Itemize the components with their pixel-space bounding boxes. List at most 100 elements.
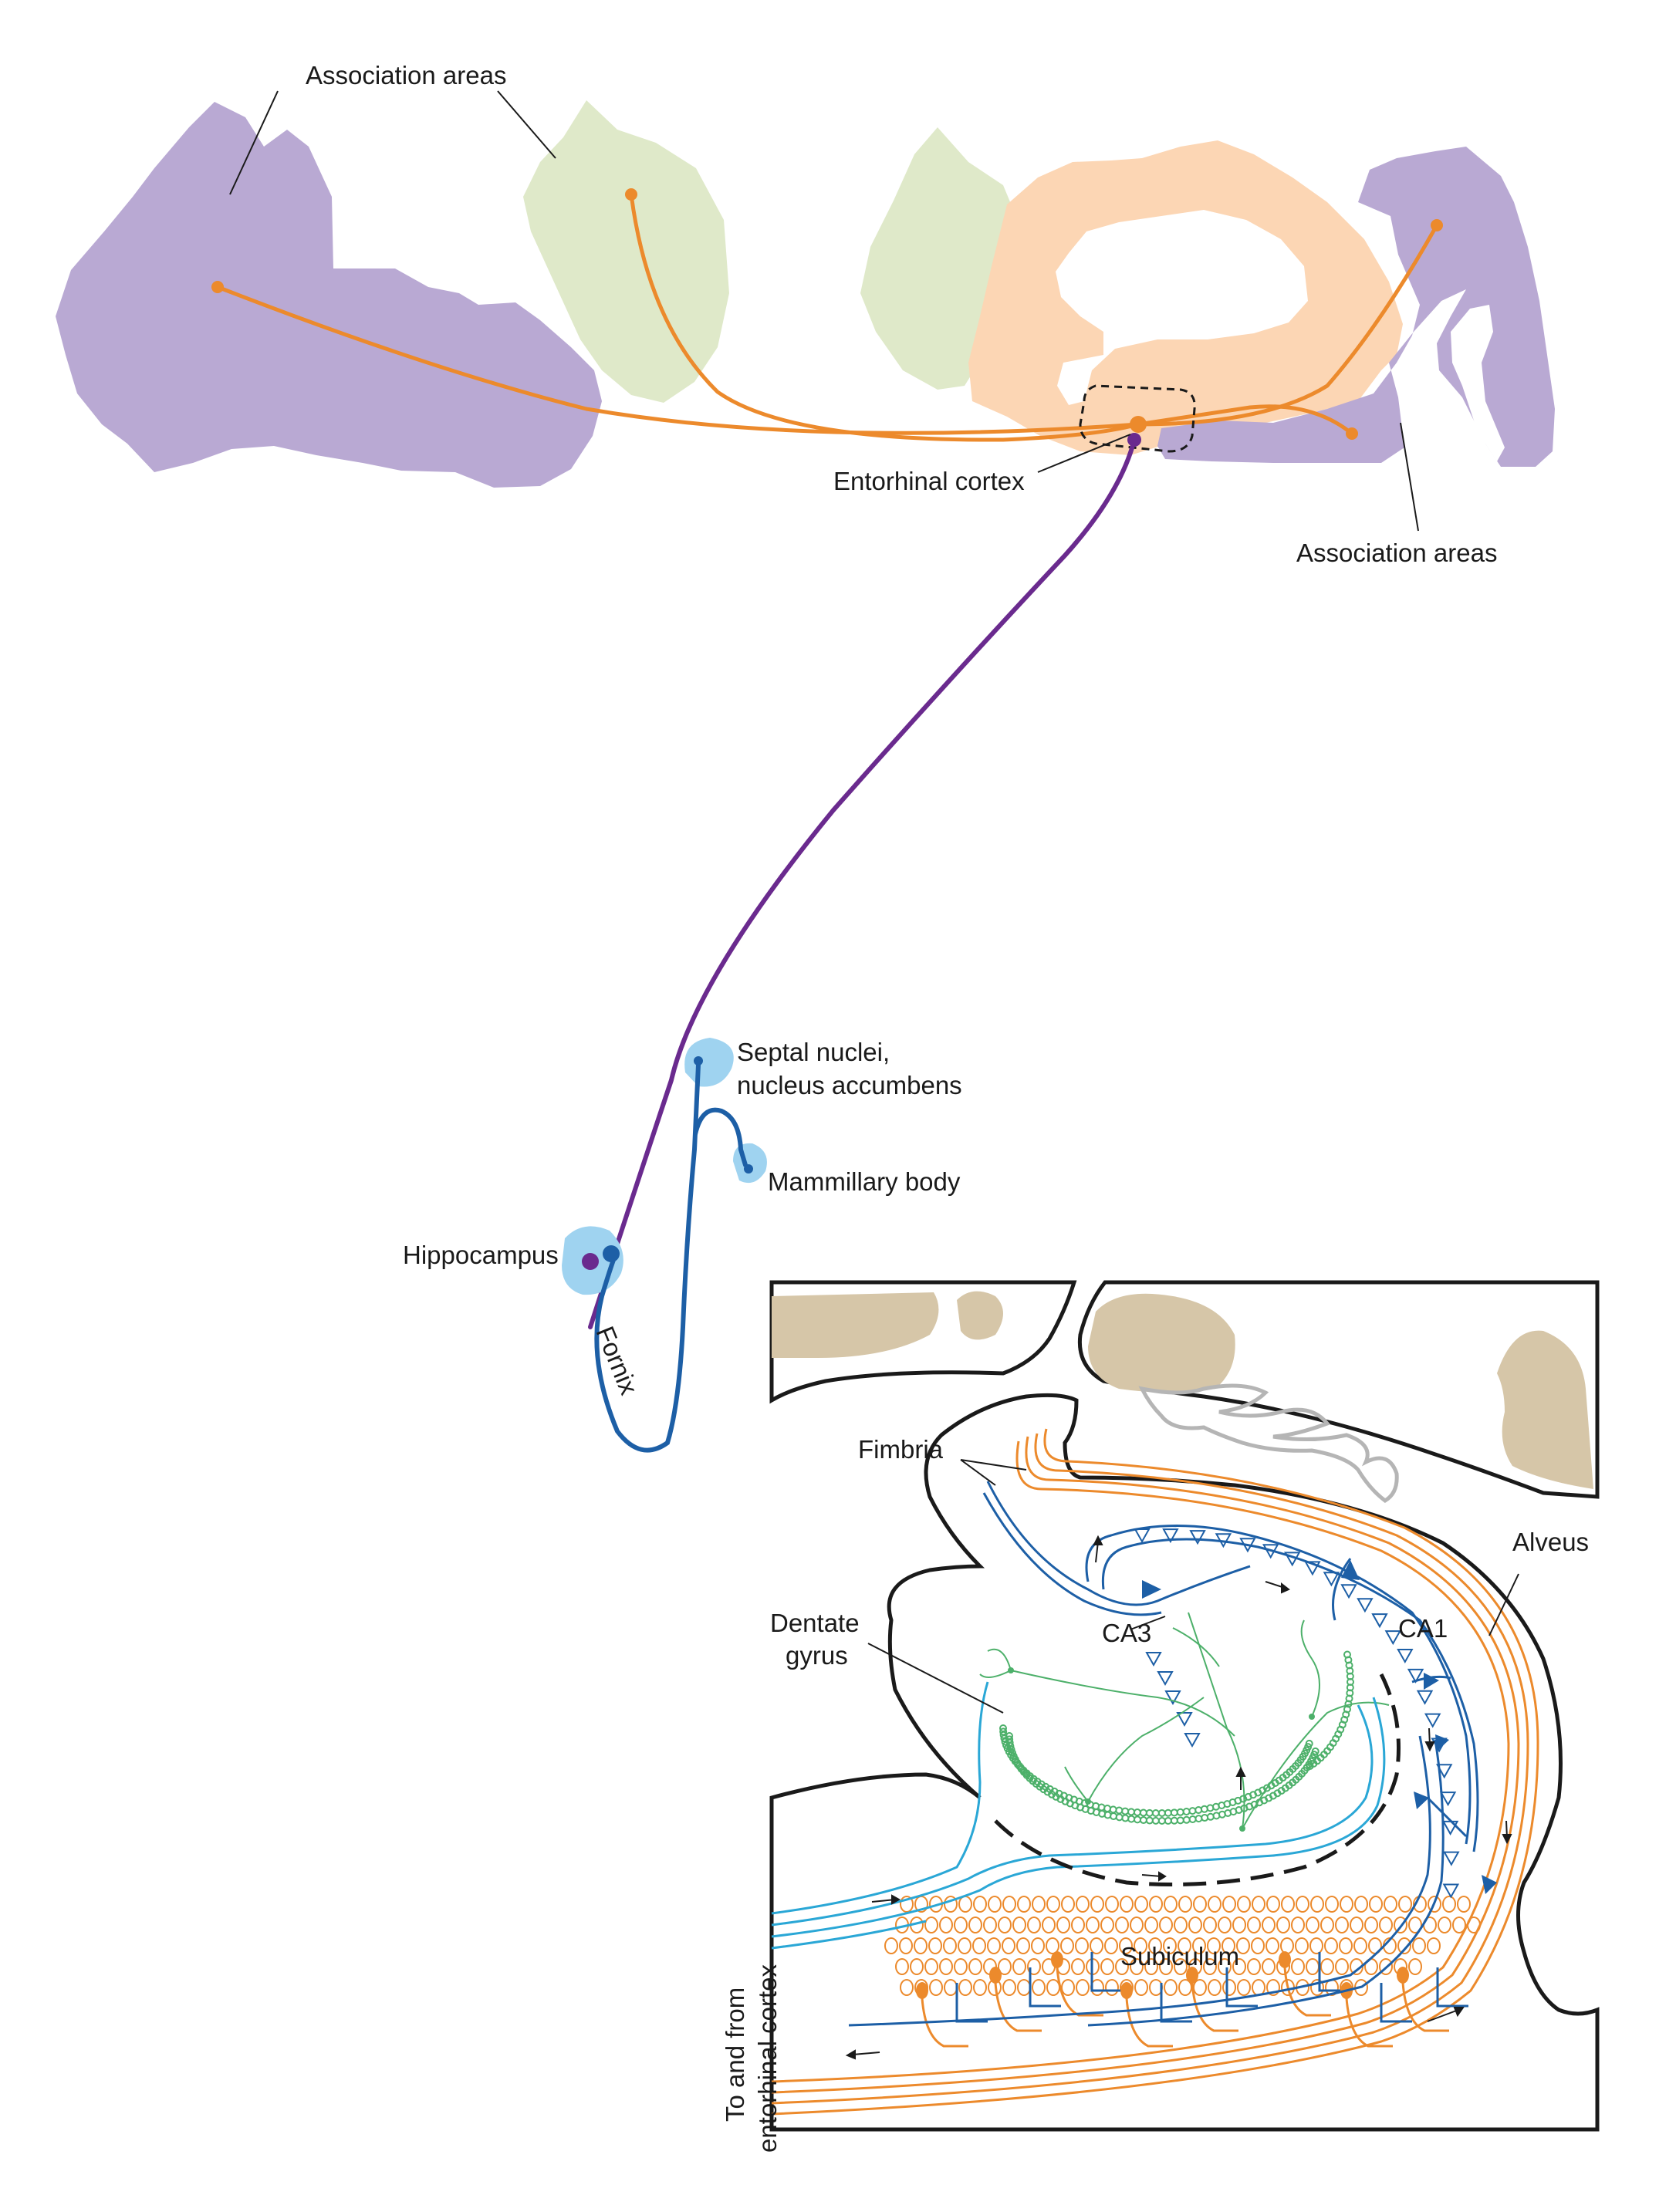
- subiculum-cell: [1056, 1917, 1070, 1933]
- subiculum-cell: [1090, 1896, 1104, 1913]
- direction-arrows: [845, 1535, 1512, 2060]
- granule-cell: [999, 1731, 1008, 1739]
- dentate-green-dendrites: [979, 1612, 1390, 1829]
- pyramidal-cell: [1162, 1528, 1179, 1544]
- subiculum-neuron: [989, 1967, 1061, 2032]
- pathway-green-to-entorhinal: [629, 192, 1140, 442]
- label-ca3: CA3: [1102, 1619, 1151, 1647]
- subiculum-cell: [1350, 1917, 1363, 1933]
- hippocampus-outline: [769, 1393, 1600, 2132]
- leader-dentate: [867, 1643, 1004, 1714]
- subiculum-cell: [1340, 1896, 1353, 1913]
- subiculum-cell: [1203, 1917, 1217, 1933]
- pyramidal-cell: [1340, 1584, 1357, 1599]
- hippocampus-fornix-node: [603, 1245, 620, 1262]
- pathway-temporal-lower-to-entorhinal: [1136, 404, 1354, 436]
- subiculum-cell: [1046, 1896, 1060, 1913]
- subiculum-cell: [1296, 1896, 1309, 1913]
- subiculum-cell: [1232, 1917, 1246, 1933]
- subiculum-cell: [968, 1917, 982, 1933]
- pyramidal-cell: [1384, 1630, 1402, 1646]
- subiculum-cell: [1207, 1937, 1221, 1954]
- label-dentate-2: gyrus: [786, 1641, 848, 1670]
- subiculum-cell: [944, 1896, 958, 1913]
- subiculum-cell: [1309, 1937, 1323, 1954]
- subiculum-cell: [1320, 1917, 1334, 1933]
- subiculum-cell: [910, 1958, 924, 1975]
- subiculum-cell: [1262, 1917, 1276, 1933]
- label-entorhinal-io-1: To and from: [721, 1987, 749, 2122]
- subiculum-cell: [1174, 1917, 1188, 1933]
- pyramidal-cell: [1424, 1713, 1441, 1728]
- subiculum-cell: [1071, 1958, 1085, 1975]
- subiculum-cell: [1408, 1917, 1422, 1933]
- subiculum-cell: [1100, 1917, 1114, 1933]
- subiculum-cell: [1188, 1917, 1202, 1933]
- subiculum-cell: [1203, 1958, 1217, 1975]
- corpus-callosum-gap: [1056, 210, 1308, 405]
- label-mammillary-body: Mammillary body: [768, 1167, 961, 1196]
- subiculum-cell: [1119, 1937, 1133, 1954]
- subiculum-cell: [1002, 1896, 1016, 1913]
- subiculum-cell: [1335, 1958, 1349, 1975]
- pyramidal-cell: [1145, 1652, 1162, 1667]
- subiculum-cell: [998, 1958, 1012, 1975]
- subiculum-cell: [1379, 1917, 1393, 1933]
- subiculum-cell: [1120, 1896, 1134, 1913]
- subiculum-cell: [1134, 1937, 1147, 1954]
- pyramidal-cell: [1443, 1851, 1460, 1866]
- subiculum-cell: [1104, 1937, 1118, 1954]
- label-association-areas-top: Association areas: [306, 61, 506, 89]
- subiculum-cell: [1163, 1937, 1177, 1954]
- subiculum-neuron: [1397, 1967, 1468, 2032]
- subiculum-cell: [1310, 1896, 1324, 1913]
- arrow-ca1-down: [1424, 1727, 1435, 1752]
- tissue-patches: [772, 1291, 1593, 1489]
- subiculum-cell: [1159, 1917, 1173, 1933]
- subiculum-cell: [939, 1917, 953, 1933]
- pyramidal-cell: [1442, 1883, 1460, 1899]
- tissue-patch-2: [957, 1291, 1003, 1340]
- subiculum-cell: [1208, 1979, 1222, 1996]
- pyramidal-cell: [1397, 1648, 1414, 1664]
- subiculum-cell: [1222, 1937, 1235, 1954]
- pyramidal-cell: [1416, 1690, 1434, 1705]
- mammillary-terminal: [744, 1164, 753, 1174]
- subiculum-cell: [924, 1917, 938, 1933]
- label-alveus: Alveus: [1512, 1528, 1589, 1556]
- subiculum-cell: [929, 1979, 943, 1996]
- subiculum-cell: [928, 1937, 942, 1954]
- association-area-frontal: [56, 102, 602, 488]
- arrow-ca3-to-ca1: [1265, 1581, 1290, 1594]
- granule-cell: [1000, 1734, 1009, 1743]
- pyramidal-cell: [1176, 1712, 1193, 1727]
- subiculum-cell: [1032, 1979, 1046, 1996]
- ca-fibers: [848, 1481, 1479, 2027]
- subiculum-cell: [1339, 1937, 1353, 1954]
- arrow-ca1-down-2: [1502, 1820, 1512, 1845]
- pyramidal-cell: [1371, 1613, 1388, 1629]
- fornix-system: [562, 1038, 767, 1453]
- subiculum-cell: [1335, 1917, 1349, 1933]
- subiculum-cell: [1237, 1896, 1251, 1913]
- subiculum-cell: [1218, 1958, 1232, 1975]
- subiculum-cell: [983, 1917, 997, 1933]
- subiculum-cell: [1192, 1937, 1206, 1954]
- fornix-path: [594, 1062, 701, 1453]
- dentate-cyan-fibers: [771, 1681, 1386, 1950]
- subiculum-cell: [1148, 1937, 1162, 1954]
- hippocampal-section: [229, 90, 1600, 2132]
- arrow-subiculum-out: [845, 2049, 880, 2060]
- subiculum-cell: [1178, 1937, 1191, 1954]
- subiculum-cell: [1060, 1937, 1074, 1954]
- subiculum-cell: [1266, 1979, 1280, 1996]
- subiculum-cell: [1144, 1958, 1158, 1975]
- septal-terminal: [694, 1056, 703, 1065]
- subiculum-cell: [884, 1937, 898, 1954]
- perforant-path: [588, 437, 1137, 1329]
- subiculum-cell: [1398, 1896, 1412, 1913]
- subiculum-cell: [1134, 1979, 1148, 1996]
- subiculum-cell: [1324, 1937, 1338, 1954]
- pyramidal-cell: [1407, 1668, 1424, 1683]
- subiculum-cell: [1237, 1979, 1251, 1996]
